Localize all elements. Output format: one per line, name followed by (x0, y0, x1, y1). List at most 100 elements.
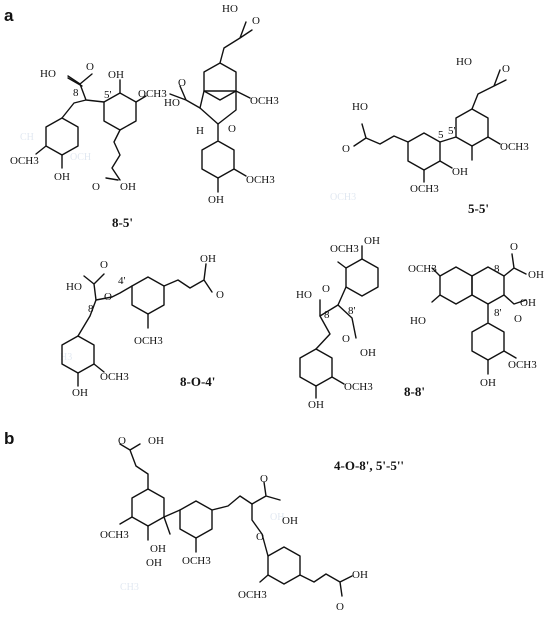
atom-label: 8' (348, 305, 356, 317)
atom-label: OCH3 (344, 381, 373, 393)
svg-text:OCH: OCH (70, 152, 91, 163)
atom-label: 8 (88, 303, 94, 315)
atom-label: OH (528, 269, 544, 281)
atom-label: H (196, 125, 204, 137)
atom-label: OCH3 (246, 174, 275, 186)
atom-label: O (256, 531, 264, 543)
svg-text:OH: OH (270, 512, 284, 523)
atom-label: OH (352, 569, 368, 581)
ring (267, 546, 301, 585)
atom-label: OCH3 (500, 141, 529, 153)
atom-label: O (342, 143, 350, 155)
atom-label: 8 (494, 263, 500, 275)
ring (201, 140, 235, 179)
atom-label: O (118, 435, 126, 447)
atom-label: OH (54, 171, 70, 183)
atom-label: OH (146, 557, 162, 569)
atom-label: OH (200, 253, 216, 265)
atom-label: OH (108, 69, 124, 81)
ring (45, 117, 79, 156)
atom-label: O (336, 601, 344, 613)
atom-label: OH (452, 166, 468, 178)
atom-label: OCH3 (100, 371, 129, 383)
molecule-5-5: HO O HO O 5 5' OH OCH3 OCH3 5-5' (342, 56, 529, 216)
atom-label: OH (364, 235, 380, 247)
atom-label: O (252, 15, 260, 27)
furan-ring (199, 90, 237, 125)
atom-label: O (502, 63, 510, 75)
ring (299, 348, 333, 387)
atom-label: OH (308, 399, 324, 411)
atom-label: OH (150, 543, 166, 555)
atom-label: HO (410, 315, 426, 327)
ring (471, 322, 505, 361)
atom-label: 4' (118, 275, 126, 287)
molecule-8-8-cyclic: OCH3 HO 8 O OH 8' OH O OCH3 OH (408, 241, 544, 389)
atom-label: OH (360, 347, 376, 359)
atom-label: OCH3 (10, 155, 39, 167)
atom-label: OH (148, 435, 164, 447)
atom-label: 8 (73, 87, 79, 99)
atom-label: OH (520, 297, 536, 309)
molecule-8-o-4: HO O 8 O 4' OCH3 OH O OCH3 OH 8-O-4' (61, 253, 224, 399)
atom-label: HO (40, 68, 56, 80)
atom-label: HO (66, 281, 82, 293)
compound-label-5-5: 5-5' (468, 201, 489, 216)
atom-label: HO (164, 97, 180, 109)
atom-label: OH (72, 387, 88, 399)
svg-text:CH3: CH3 (120, 582, 139, 593)
atom-label: O (342, 333, 350, 345)
compound-label-trimer: 4-O-8', 5'-5'' (334, 458, 404, 473)
atom-label: O (92, 181, 100, 193)
atom-label: O (216, 289, 224, 301)
ring (131, 488, 165, 527)
atom-label: OH (120, 181, 136, 193)
atom-label: 8 (324, 309, 330, 321)
atom-label: OCH3 (138, 88, 167, 100)
compound-label-8-8: 8-8' (404, 384, 425, 399)
svg-text:H3: H3 (60, 352, 72, 363)
atom-label: O (260, 473, 268, 485)
atom-label: OCH3 (182, 555, 211, 567)
atom-label: HO (456, 56, 472, 68)
svg-text:CH: CH (20, 132, 34, 143)
ring (455, 108, 489, 147)
atom-label: OCH3 (250, 95, 279, 107)
atom-label: O (100, 259, 108, 271)
molecule-8-5: HO O OH OCH3 8 5' OCH3 OH O OH 8-5' (10, 61, 167, 230)
atom-label: 5 (438, 129, 444, 141)
atom-label: OH (282, 515, 298, 527)
atom-label: OH (208, 194, 224, 206)
ring (345, 258, 379, 297)
atom-label: HO (352, 101, 368, 113)
ring (203, 62, 237, 101)
ring (407, 132, 441, 171)
atom-label: HO (296, 289, 312, 301)
atom-label: 5' (104, 89, 112, 101)
atom-label: OCH3 (330, 243, 359, 255)
compound-label-8-o-4: 8-O-4' (180, 374, 215, 389)
atom-label: O (228, 123, 236, 135)
atom-label: 8' (494, 307, 502, 319)
molecule-8-8-open: OCH3 OH HO O 8 8' O OH OCH3 OH 8-8' (296, 235, 425, 411)
atom-label: O (510, 241, 518, 253)
atom-label: OCH3 (508, 359, 537, 371)
panel-label-b: b (4, 429, 14, 448)
svg-text:OCH3: OCH3 (330, 192, 356, 203)
atom-label: O (86, 61, 94, 73)
panel-label-a: a (4, 6, 14, 25)
compound-label-8-5: 8-5' (112, 215, 133, 230)
atom-label: O (178, 77, 186, 89)
atom-label: O (514, 313, 522, 325)
atom-label: OCH3 (408, 263, 437, 275)
atom-label: 5' (448, 125, 456, 137)
atom-label: OH (480, 377, 496, 389)
atom-label: O (104, 291, 112, 303)
atom-label: OCH3 (100, 529, 129, 541)
molecule-phenylcoumaran: HO O O HO OCH3 H O OCH3 OH (164, 3, 279, 206)
ring (439, 266, 473, 305)
atom-label: OCH3 (238, 589, 267, 601)
molecule-trimer: O OH O OH O OCH3 OH OH OCH3 OCH3 OH O 4-… (100, 435, 404, 613)
